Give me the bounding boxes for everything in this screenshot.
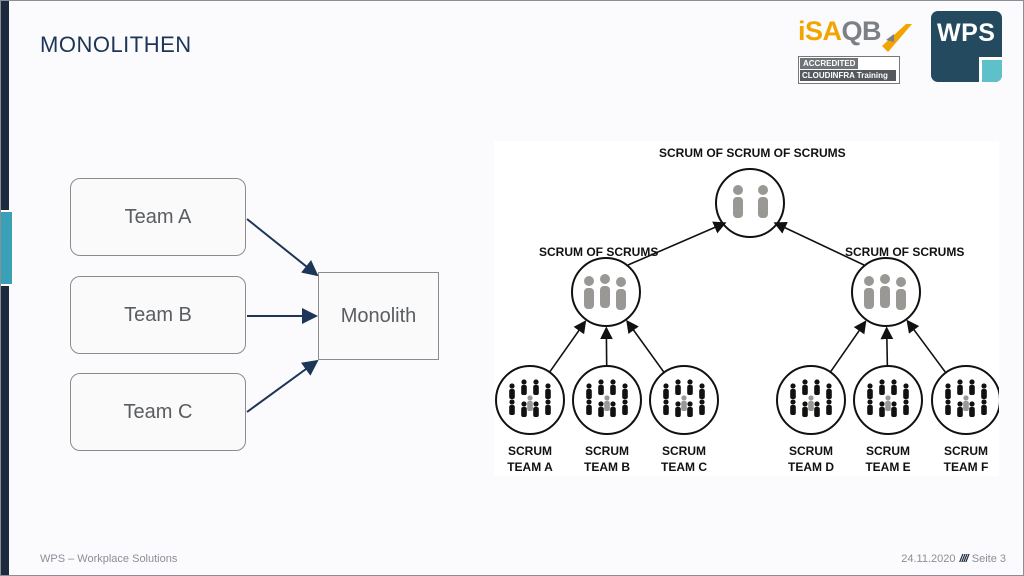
mid-left-people-icon bbox=[584, 274, 626, 310]
scrum-hierarchy-diagram: SCRUM OF SCRUM OF SCRUMS SCRUM OF SCRUMS… bbox=[495, 146, 999, 474]
footer-info: 24.11.2020////Seite 3 bbox=[901, 553, 1006, 565]
mid-right-label: SCRUM OF SCRUMS bbox=[845, 245, 964, 259]
top-label: SCRUM OF SCRUM OF SCRUMS bbox=[659, 146, 846, 160]
team-b-people-icon bbox=[586, 379, 628, 417]
wps-logo: WPS bbox=[931, 11, 1002, 82]
team-c-box: Team C bbox=[70, 373, 246, 451]
monolith-box: Monolith bbox=[318, 272, 439, 360]
isaqb-check-icon bbox=[882, 24, 912, 52]
team-c-line1: SCRUM bbox=[662, 444, 706, 458]
team-circles bbox=[495, 365, 999, 435]
top-people-icon bbox=[733, 185, 768, 218]
isaqb-accredited-label: ACCREDITED bbox=[800, 58, 859, 69]
arrow-team-f bbox=[906, 319, 947, 374]
team-a-box: Team A bbox=[70, 178, 246, 256]
team-b-box: Team B bbox=[70, 276, 246, 354]
isaqb-word-gray: QB bbox=[841, 16, 882, 46]
top-circle bbox=[715, 168, 785, 238]
mid-right-people-icon bbox=[864, 274, 906, 310]
mid-left-label: SCRUM OF SCRUMS bbox=[539, 245, 658, 259]
team-a-label: Team A bbox=[124, 205, 192, 228]
wps-logo-square bbox=[979, 57, 1002, 82]
footer-page: Seite 3 bbox=[971, 553, 1006, 565]
arrow-team-a bbox=[548, 320, 587, 373]
isaqb-training-label: CLOUDINFRA Training bbox=[800, 70, 896, 81]
scrum-hierarchy-panel: SCRUM OF SCRUM OF SCRUMS SCRUM OF SCRUMS… bbox=[494, 141, 999, 476]
team-e-line2: TEAM E bbox=[865, 460, 910, 474]
team-c-people-icon bbox=[663, 379, 705, 417]
team-labels: SCRUM TEAM A SCRUM TEAM B SCRUM TEAM C S… bbox=[507, 444, 988, 474]
slide-title: MONOLITHEN bbox=[40, 32, 192, 57]
team-b-label: Team B bbox=[124, 303, 192, 326]
team-c-label: Team C bbox=[123, 400, 193, 423]
team-f-line2: TEAM F bbox=[944, 460, 989, 474]
footer-company: WPS – Workplace Solutions bbox=[40, 553, 178, 565]
wps-logo-text: WPS bbox=[937, 19, 996, 47]
arrow-team-a bbox=[246, 218, 319, 277]
footer-separator: //// bbox=[959, 553, 969, 565]
team-a-people-icon bbox=[509, 379, 551, 417]
footer-date: 24.11.2020 bbox=[901, 553, 956, 565]
isaqb-logo: iSAQB ACCREDITED CLOUDINFRA Training bbox=[798, 14, 916, 84]
team-b-line2: TEAM B bbox=[584, 460, 630, 474]
arrow-team-c bbox=[246, 359, 319, 413]
team-a-line1: SCRUM bbox=[508, 444, 552, 458]
arrow-team-c bbox=[626, 319, 665, 373]
isaqb-word-orange: iSA bbox=[798, 16, 842, 46]
arrow-mid-right-top bbox=[773, 221, 865, 266]
team-d-line1: SCRUM bbox=[789, 444, 833, 458]
team-b-line1: SCRUM bbox=[585, 444, 629, 458]
team-f-people-icon bbox=[945, 379, 987, 417]
team-c-line2: TEAM C bbox=[661, 460, 707, 474]
left-edge-accent bbox=[0, 210, 12, 286]
team-e-people-icon bbox=[867, 379, 909, 417]
left-edge-bar bbox=[0, 0, 9, 576]
arrow-team-d bbox=[829, 320, 867, 373]
arrow-mid-left-top bbox=[627, 221, 727, 266]
team-e-line1: SCRUM bbox=[866, 444, 910, 458]
team-d-line2: TEAM D bbox=[788, 460, 834, 474]
arrow-team-e bbox=[880, 326, 894, 367]
team-d-people-icon bbox=[790, 379, 832, 417]
monolith-label: Monolith bbox=[340, 304, 417, 327]
team-a-line2: TEAM A bbox=[507, 460, 553, 474]
team-f-line1: SCRUM bbox=[944, 444, 988, 458]
